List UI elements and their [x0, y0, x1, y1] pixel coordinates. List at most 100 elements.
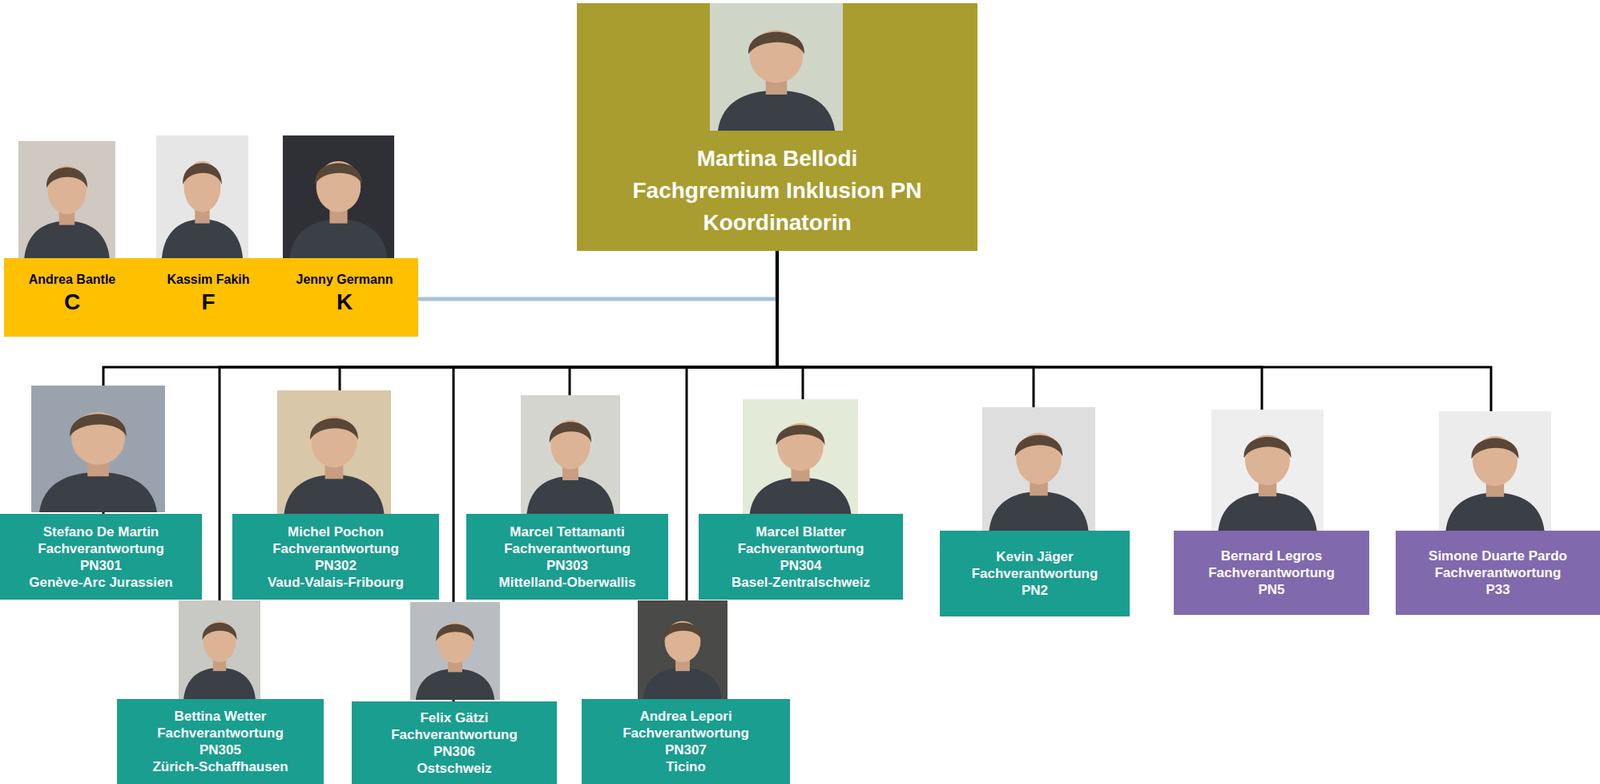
role-text: Fachverantwortung — [1178, 564, 1365, 581]
member-column: Andrea BantleC — [4, 257, 141, 337]
person-name: Simone Duarte Pardo — [1400, 547, 1596, 565]
role-text: PN304 — [703, 556, 899, 574]
role-box: Simone Duarte PardoFachverantwortungP33 — [1395, 530, 1600, 615]
portrait-figure — [415, 621, 496, 700]
coordinator-box: Martina BellodiFachgremium Inklusion PNK… — [576, 3, 978, 251]
photo-ground — [31, 385, 166, 512]
role-text: PN303 — [471, 556, 664, 574]
photo-ground — [1211, 409, 1324, 531]
portrait-figure — [749, 423, 852, 514]
portrait-photo — [637, 600, 728, 699]
member-band: Andrea BantleCKassim FakihFJenny Germann… — [4, 257, 419, 337]
org-connector — [777, 250, 1492, 531]
role-text: PN305 — [121, 741, 319, 758]
member-letter: C — [4, 288, 141, 316]
photo-ground — [18, 141, 116, 258]
role-box: Andrea LeporiFachverantwortungPN307Ticin… — [581, 698, 790, 784]
role-text: Genève-Arc Jurassien — [4, 573, 198, 591]
role-text: Vaud-Valais-Fribourg — [237, 573, 435, 591]
role-box: Stefano De MartinFachverantwortungPN301G… — [0, 513, 202, 600]
role-box: Marcel BlatterFachverantwortungPN304Base… — [698, 513, 903, 600]
portrait-photo — [1211, 409, 1324, 531]
portrait-photo — [277, 390, 391, 514]
portrait-figure — [1445, 435, 1544, 531]
role-text: Fachverantwortung — [356, 725, 553, 743]
portrait-figure — [1217, 434, 1317, 531]
org-connector — [103, 250, 778, 514]
role-text: Ostschweiz — [356, 759, 553, 777]
member-column: Jenny GermannK — [276, 257, 413, 337]
role-text: Fachverantwortung — [944, 564, 1125, 582]
portrait-photo — [282, 135, 395, 258]
portrait-photo — [742, 398, 859, 514]
role-text: PN307 — [586, 741, 786, 758]
photo-ground — [277, 390, 391, 514]
role-text: PN306 — [356, 742, 553, 760]
photo-ground — [410, 601, 500, 700]
photo-ground — [982, 407, 1096, 531]
person-name: Marcel Tettamanti — [471, 523, 664, 541]
org-connector — [453, 250, 778, 702]
role-text: PN301 — [4, 556, 198, 574]
portrait-figure — [39, 411, 158, 512]
photo-ground — [178, 600, 261, 699]
portrait-figure — [284, 415, 385, 514]
role-text: P33 — [1400, 580, 1596, 598]
portrait-photo — [1438, 411, 1552, 531]
portrait-photo — [520, 394, 621, 514]
photo-ground — [282, 135, 395, 258]
photo-ground — [1438, 411, 1552, 531]
portrait-figure — [643, 620, 723, 699]
portrait-figure — [717, 29, 835, 131]
role-text: PN2 — [944, 581, 1125, 599]
person-name: Martina Bellodi — [584, 142, 970, 175]
org-connector — [418, 250, 778, 299]
portrait-photo — [709, 3, 843, 131]
role-text: PN5 — [1178, 580, 1365, 598]
photo-ground — [709, 3, 843, 131]
role-text: Koordinatorin — [584, 206, 970, 239]
role-box: Marcel TettamantiFachverantwortungPN303M… — [466, 513, 669, 600]
portrait-photo — [982, 407, 1096, 531]
role-text: Basel-Zentralschweiz — [703, 573, 899, 591]
role-text: Fachverantwortung — [121, 724, 319, 742]
person-name: Bettina Wetter — [121, 707, 319, 725]
person-name: Kevin Jäger — [944, 548, 1125, 565]
role-box: Kevin JägerFachverantwortungPN2 — [939, 530, 1130, 617]
role-text: Mittelland-Oberwallis — [471, 573, 664, 591]
role-text: Zürich-Schaffhausen — [121, 757, 319, 775]
role-text: Fachgremium Inklusion PN — [584, 174, 970, 207]
role-box: Felix GätziFachverantwortungPN306Ostschw… — [351, 701, 557, 784]
role-text: Fachverantwortung — [4, 540, 198, 557]
role-box: Michel PochonFachverantwortungPN302Vaud-… — [232, 513, 440, 600]
person-name: Felix Gätzi — [356, 709, 553, 726]
person-name: Bernard Legros — [1178, 547, 1365, 565]
member-name: Andrea Bantle — [4, 270, 141, 289]
role-box: Bettina WetterFachverantwortungPN305Züri… — [116, 698, 324, 784]
portrait-figure — [24, 165, 109, 258]
portrait-photo — [156, 135, 249, 258]
member-name: Kassim Fakih — [140, 270, 277, 289]
portrait-figure — [289, 161, 387, 258]
person-name: Stefano De Martin — [4, 523, 198, 541]
role-text: Fachverantwortung — [471, 540, 664, 557]
portrait-photo — [18, 141, 116, 258]
portrait-figure — [183, 620, 256, 699]
role-text: Fachverantwortung — [237, 540, 435, 557]
role-text: Ticino — [586, 757, 786, 775]
photo-ground — [742, 398, 859, 514]
person-name: Marcel Blatter — [703, 523, 899, 541]
portrait-photo — [410, 601, 500, 700]
role-text: PN302 — [237, 556, 435, 574]
member-letter: K — [276, 288, 413, 316]
portrait-figure — [988, 432, 1089, 531]
person-name: Andrea Lepori — [586, 707, 786, 725]
photo-ground — [520, 394, 621, 514]
role-text: Fachverantwortung — [586, 724, 786, 742]
portrait-photo — [178, 600, 261, 699]
member-column: Kassim FakihF — [140, 257, 277, 337]
photo-ground — [637, 600, 728, 699]
photo-ground — [156, 135, 249, 258]
member-letter: F — [140, 288, 277, 316]
